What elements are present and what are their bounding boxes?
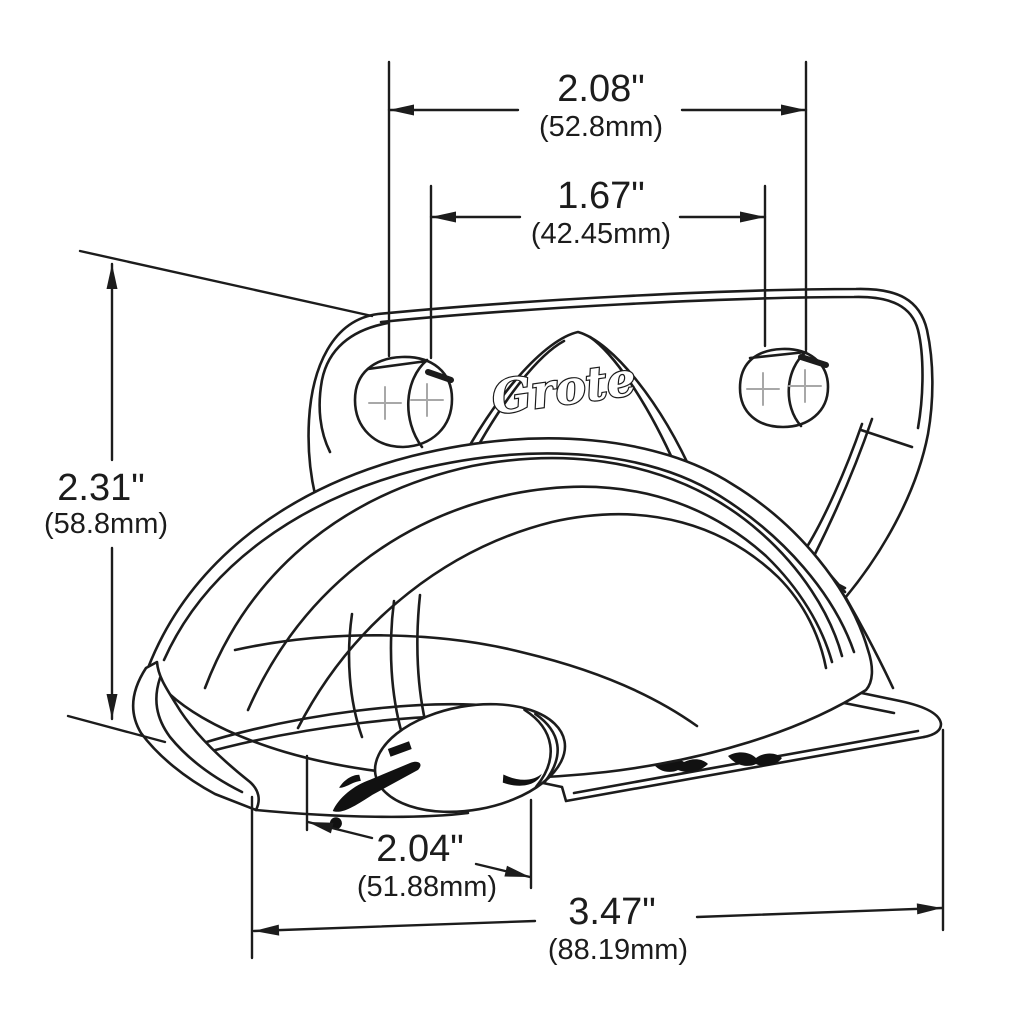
mold-marking-right-2 <box>728 752 782 766</box>
dim-height: 2.31" (58.8mm) <box>44 249 374 744</box>
dim-overall-arrow-left <box>252 919 537 936</box>
dome-inner-silhouette <box>162 452 856 662</box>
lip-inner-line <box>155 676 244 794</box>
left-slot-center-marks <box>368 383 444 420</box>
dome-silhouette <box>146 437 874 780</box>
bracket-edge-thickness-lines <box>318 295 924 454</box>
lens-dark-crescent <box>502 773 542 786</box>
dim-mounting-holes-outer: 2.08" (52.8mm) <box>387 60 808 358</box>
dim-inner-inches: 1.67" <box>557 175 644 217</box>
right-slot-center-marks <box>746 369 822 406</box>
dim-overall-extension-lines <box>250 728 945 960</box>
dome-rib-lines <box>203 456 844 730</box>
dim-overall-inches: 3.47" <box>568 891 655 933</box>
dim-outer-inches: 2.08" <box>557 68 644 110</box>
mold-marking-left-strokes <box>329 741 421 830</box>
dimension-annotations: 2.08" (52.8mm) 1.67" (42.45mm) 2.31" (58… <box>44 60 945 966</box>
dim-lens-extension-lines <box>305 754 533 890</box>
lens-oval-rim-arcs <box>523 708 559 789</box>
right-mounting-slot <box>738 347 830 429</box>
left-slot-outline <box>353 355 454 449</box>
left-slot-shadow-edge <box>425 369 454 383</box>
dim-height-extension-lines <box>66 249 374 744</box>
dim-lens-arrow-right <box>474 862 532 879</box>
dim-inner-mm: (42.45mm) <box>531 218 671 250</box>
left-mounting-slot <box>353 355 454 449</box>
dome-lens <box>146 437 874 780</box>
lip-outline <box>131 660 260 812</box>
right-slot-shadow-edge <box>798 354 829 368</box>
dim-height-inches: 2.31" <box>57 467 144 509</box>
dome-brow-line <box>233 634 699 728</box>
dim-outer-mm: (52.8mm) <box>539 111 663 143</box>
dim-overall-width: 3.47" (88.19mm) <box>250 728 945 966</box>
right-slot-outline <box>738 347 830 429</box>
mold-marking-left <box>329 741 421 830</box>
dim-overall-arrow-right <box>695 903 944 919</box>
dim-lens-width: 2.04" (51.88mm) <box>305 754 533 903</box>
lens-bottom-lip <box>131 660 260 812</box>
dim-lens-inches: 2.04" <box>376 828 463 870</box>
left-slot-detail-lines <box>366 358 429 449</box>
dim-mounting-holes-inner: 1.67" (42.45mm) <box>429 175 767 360</box>
dim-lens-arrow-left <box>306 820 374 840</box>
dim-lens-mm: (51.88mm) <box>357 871 497 903</box>
lamp-assembly: Grote <box>131 287 943 830</box>
dim-overall-mm: (88.19mm) <box>548 934 688 966</box>
lens-bottom-face <box>373 702 567 814</box>
dim-height-mm: (58.8mm) <box>44 508 168 540</box>
